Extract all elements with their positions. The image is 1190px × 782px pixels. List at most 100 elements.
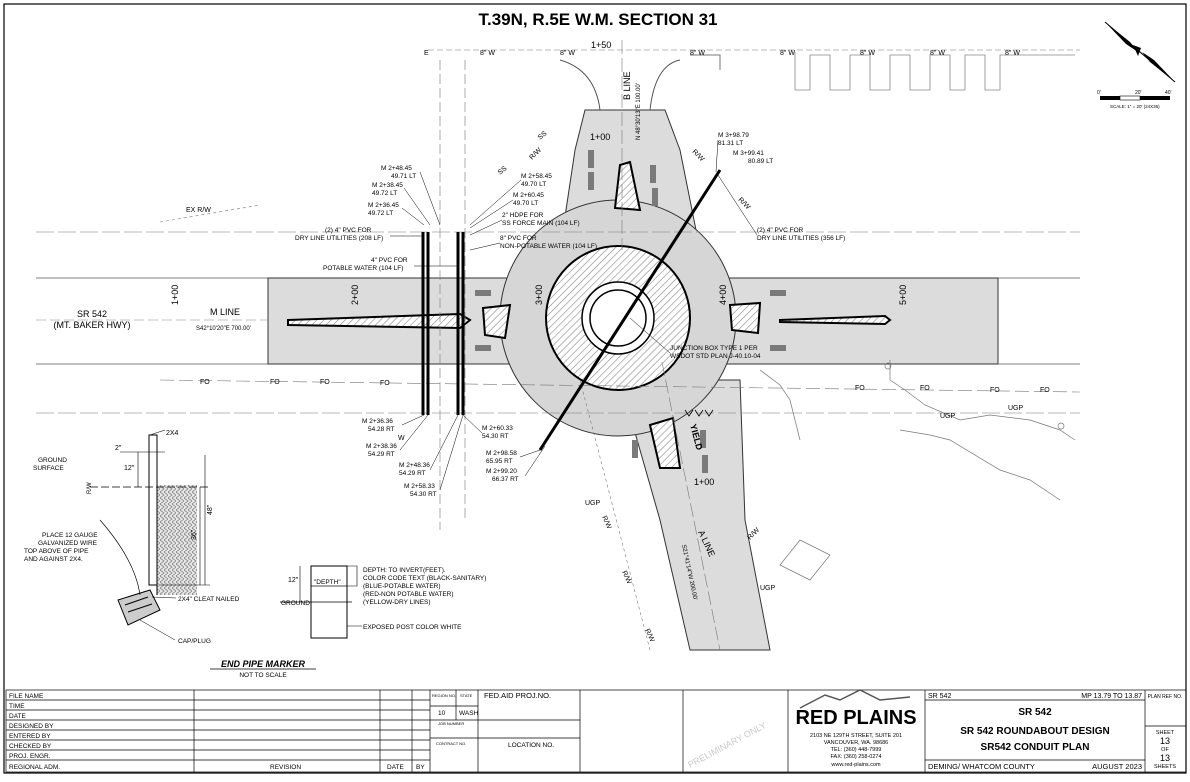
svg-text:65.95 RT: 65.95 RT: [486, 458, 513, 465]
svg-text:M 2+60.33: M 2+60.33: [482, 425, 513, 432]
svg-text:(2) 4" PVC FOR: (2) 4" PVC FOR: [325, 227, 372, 234]
fo-label-3: FO: [320, 379, 330, 386]
svg-text:49.71 LT: 49.71 LT: [391, 173, 416, 180]
fo-label-4: FO: [380, 380, 390, 387]
detail-depth-label: "DEPTH": [314, 579, 341, 586]
station-b-1-00: 1+00: [590, 132, 610, 142]
station-m-1-00: 1+00: [170, 285, 180, 305]
svg-text:54.30 RT: 54.30 RT: [482, 433, 509, 440]
station-a-1-00: 1+00: [694, 477, 714, 487]
svg-text:DRY LINE UTILITIES (208 LF): DRY LINE UTILITIES (208 LF): [295, 235, 383, 242]
svg-text:DRY LINE UTILITIES (356 LF): DRY LINE UTILITIES (356 LF): [757, 235, 845, 242]
svg-text:TEL: (360) 448-7999: TEL: (360) 448-7999: [831, 747, 882, 753]
end-pipe-marker-detail: 2X4 GROUND SURFACE 2" 12" 36" 48" R/W PL…: [24, 429, 486, 679]
svg-text:M 2+60.45: M 2+60.45: [513, 192, 544, 199]
ugp-label-1: UGP: [940, 413, 956, 420]
svg-text:M 2+48.36: M 2+48.36: [399, 462, 430, 469]
svg-text:BY: BY: [416, 764, 425, 771]
property-lines: [759, 360, 1076, 581]
svg-text:SR 542: SR 542: [928, 693, 951, 700]
svg-text:VANCOUVER, WA. 98686: VANCOUVER, WA. 98686: [824, 740, 889, 746]
stations: 1+50 1+00 1+00 2+00 3+00 4+00 5+00 1+00: [170, 40, 908, 487]
w-label-7: 8" W: [1005, 50, 1020, 57]
svg-text:80.89 LT: 80.89 LT: [748, 158, 773, 165]
svg-text:M 2+38.45: M 2+38.45: [372, 182, 403, 189]
w-label-5: 8" W: [860, 50, 875, 57]
svg-text:FAX: (360) 258-0274: FAX: (360) 258-0274: [830, 754, 881, 760]
company-logo-text: RED PLAINS: [795, 707, 916, 729]
detail-dim-48: 48": [207, 504, 214, 515]
detail-cleat: 2X4" CLEAT NAILED: [178, 596, 240, 603]
svg-text:SS FORCE MAIN (104 LF): SS FORCE MAIN (104 LF): [502, 220, 580, 227]
svg-text:OF: OF: [1161, 747, 1169, 753]
detail-dim-12: 12": [124, 465, 135, 472]
ugp-label-3: UGP: [585, 500, 601, 507]
detail-subtitle: NOT TO SCALE: [239, 672, 287, 679]
rw-label-4: R/W: [600, 515, 612, 531]
detail-ground-2: SURFACE: [33, 465, 64, 472]
station-4-00: 4+00: [718, 285, 728, 305]
svg-text:WSDOT STD PLAN J-40.10-04: WSDOT STD PLAN J-40.10-04: [670, 353, 761, 360]
svg-text:M 3+99.41: M 3+99.41: [733, 150, 764, 157]
row-lines: [36, 40, 1081, 651]
svg-text:DESIGNED BY: DESIGNED BY: [9, 723, 54, 730]
svg-text:49.70 LT: 49.70 LT: [521, 181, 546, 188]
m-line-label: M LINE: [210, 307, 240, 317]
fo-label-5: FO: [855, 385, 865, 392]
svg-text:54.30 RT: 54.30 RT: [410, 491, 437, 498]
yield-triangles: [684, 409, 714, 417]
m-bearing-label: S42°10'20"E 700.00': [196, 326, 251, 332]
svg-text:49.70 LT: 49.70 LT: [513, 200, 538, 207]
svg-text:SR542 CONDUIT PLAN: SR542 CONDUIT PLAN: [981, 742, 1090, 753]
sheet-border: [3, 3, 1187, 774]
w-label-6: 8" W: [930, 50, 945, 57]
fo-label-7: FO: [990, 387, 1000, 394]
svg-text:DEPTH: TO INVERT(FEET).: DEPTH: TO INVERT(FEET).: [363, 567, 446, 574]
fo-label-6: FO: [920, 385, 930, 392]
svg-text:DATE: DATE: [387, 764, 405, 771]
w-label-3: 8" W: [690, 50, 705, 57]
svg-text:JOB NUMBER: JOB NUMBER: [438, 721, 464, 726]
station-1-50: 1+50: [591, 40, 611, 50]
scale-tick-40: 40': [1165, 90, 1172, 96]
svg-text:2103 NE 129TH STREET, SUITE 20: 2103 NE 129TH STREET, SUITE 201: [810, 733, 902, 739]
svg-text:M 2+58.45: M 2+58.45: [521, 173, 552, 180]
svg-text:PLACE 12 GAUGE: PLACE 12 GAUGE: [42, 532, 98, 539]
detail-ground: GROUND: [281, 600, 310, 607]
ss-label-2: SS: [497, 165, 509, 177]
svg-text:REGION NO.: REGION NO.: [432, 693, 456, 698]
svg-text:SHEETS: SHEETS: [1154, 764, 1176, 770]
svg-text:ENTERED BY: ENTERED BY: [9, 733, 51, 740]
ugp-label-2: UGP: [1008, 405, 1024, 412]
e-label: E: [424, 50, 429, 57]
svg-text:www.red-plains.com: www.red-plains.com: [830, 762, 881, 768]
svg-text:M 2+36.45: M 2+36.45: [368, 202, 399, 209]
svg-text:LOCATION NO.: LOCATION NO.: [508, 742, 554, 749]
svg-text:54.29 RT: 54.29 RT: [368, 451, 395, 458]
road-alt-name: (MT. BAKER HWY): [53, 320, 130, 330]
svg-text:10: 10: [438, 710, 446, 717]
north-arrow: [1104, 21, 1176, 83]
detail-dim-12b: 12": [288, 577, 299, 584]
rw-label-5: R/W: [620, 570, 632, 586]
station-3-00: 3+00: [534, 285, 544, 305]
ex-rw-label: EX R/W: [186, 207, 211, 214]
rw-label-3: R/W: [737, 196, 752, 211]
svg-text:13: 13: [1160, 753, 1170, 763]
rw-label-2: R/W: [691, 148, 706, 163]
svg-text:M 2+38.36: M 2+38.36: [366, 443, 397, 450]
detail-ground-1: GROUND: [38, 457, 67, 464]
svg-text:GALVANIZED WIRE: GALVANIZED WIRE: [38, 540, 98, 547]
svg-text:CHECKED BY: CHECKED BY: [9, 743, 52, 750]
b-line-label: B LINE: [622, 71, 632, 100]
svg-text:(BLUE-POTABLE WATER): (BLUE-POTABLE WATER): [363, 583, 441, 590]
title-block: [5, 689, 1187, 773]
station-5-00: 5+00: [898, 285, 908, 305]
svg-text:M 2+36.36: M 2+36.36: [362, 418, 393, 425]
detail-title: END PIPE MARKER: [221, 659, 306, 669]
detail-2x4: 2X4: [166, 430, 179, 437]
detail-dim-36: 36": [191, 529, 198, 540]
svg-text:(RED-NON POTABLE WATER): (RED-NON POTABLE WATER): [363, 591, 454, 598]
